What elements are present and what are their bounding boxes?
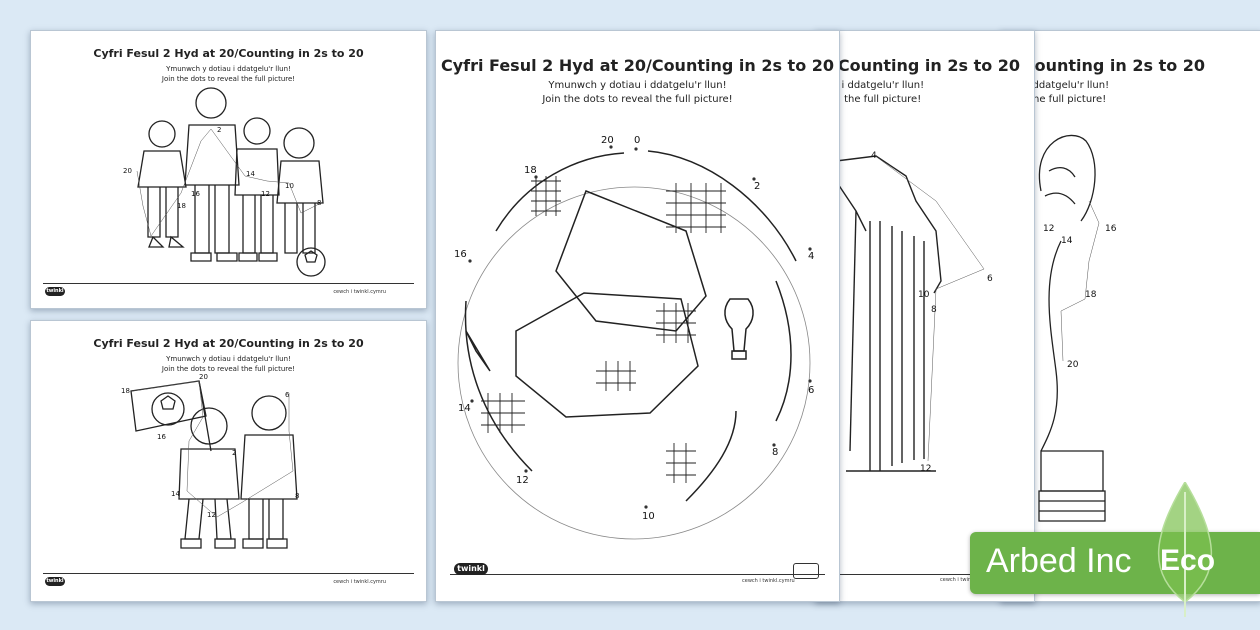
- twinkl-logo: twinkl: [454, 563, 488, 575]
- kids-dot-label: 18: [177, 202, 186, 210]
- instruction-welsh: Ymunwch y dotiau i ddatgelu'r llun!: [166, 355, 291, 363]
- instruction-english: Join the dots to reveal the full picture…: [161, 365, 296, 373]
- ball-dot-label: 6: [808, 385, 814, 396]
- instruction-english: Join the dots to reveal the full picture…: [542, 94, 733, 105]
- shirt-dot-picture: 4 6 8 10 12: [835, 151, 993, 474]
- instruction-welsh-fragment: u i ddatgelu'r llun!: [1017, 80, 1110, 91]
- ball-dot-label: 0: [634, 135, 640, 146]
- twinkl-logo: twinkl: [45, 577, 65, 586]
- fans-dot-picture: 18 20 16 14 12 6 2 8: [121, 373, 299, 549]
- ball-dot-label: 16: [454, 249, 467, 260]
- kids-dot-label: 12: [261, 190, 270, 198]
- fans-dot-label: 8: [295, 492, 299, 500]
- instruction-welsh-fragment: u i ddatgelu'r llun!: [832, 80, 925, 91]
- kids-dot-label: 8: [317, 199, 321, 207]
- shirt-dot-label: 6: [987, 274, 993, 284]
- footer-text: cewch i twinkl.cymru: [940, 577, 993, 583]
- ball-dot-label: 14: [458, 403, 471, 414]
- trophy-dot-label: 14: [1061, 236, 1073, 246]
- ball-dot-label: 10: [642, 511, 655, 522]
- fans-dot-label: 20: [199, 373, 208, 381]
- ball-dot-label: 18: [524, 165, 537, 176]
- footer-text: cewch i twinkl.cymru: [333, 289, 386, 295]
- worksheet-title: Cyfri Fesul 2 Hyd at 20/Counting in 2s t…: [440, 56, 835, 75]
- shirt-dot-label: 8: [931, 305, 937, 315]
- instruction-english-fragment: al the full picture!: [832, 94, 922, 105]
- fans-dot-label: 6: [285, 391, 290, 399]
- fans-dot-label: 2: [232, 449, 236, 457]
- fans-dot-label: 18: [121, 387, 130, 395]
- eco-leaf-icon: [1157, 482, 1213, 617]
- arbed-brand-name: Arbed Inc: [986, 542, 1132, 580]
- instruction-english-fragment: al the full picture!: [1017, 94, 1107, 105]
- trophy-dot-label: 12: [1043, 224, 1054, 234]
- fans-dot-label: 16: [157, 433, 166, 441]
- football-dot-picture: 0 2 4 6 8 10 12 14 16 18 20: [454, 135, 814, 540]
- worksheet-title: Cyfri Fesul 2 Hyd at 20/Counting in 2s t…: [93, 337, 364, 350]
- trophy-dot-label: 16: [1105, 224, 1117, 234]
- kids-dot-label: 20: [123, 167, 132, 175]
- shirt-dot-label: 10: [918, 290, 930, 300]
- kids-dot-label: 16: [191, 190, 200, 198]
- worksheet-title-fragment: /Counting in 2s to 20: [832, 56, 1021, 75]
- eco-tag-overlay: Eco: [1160, 544, 1216, 577]
- ball-dot-label: 8: [772, 447, 778, 458]
- trophy-dot-picture: 12 14 16 18 20: [1038, 134, 1117, 522]
- footer-divider: [450, 574, 825, 575]
- worksheet-title: Cyfri Fesul 2 Hyd at 20/Counting in 2s t…: [93, 47, 364, 60]
- ball-dot-label: 4: [808, 251, 814, 262]
- worksheet-thumb-kids[interactable]: Cyfri Fesul 2 Hyd at 20/Counting in 2s t…: [30, 30, 427, 309]
- instruction-welsh: Ymunwch y dotiau i ddatgelu'r llun!: [166, 65, 291, 73]
- fans-dot-label: 12: [207, 511, 216, 519]
- footer-divider: [826, 574, 1024, 575]
- arbed-eco-badge: Arbed Inc Eco: [970, 532, 1260, 594]
- twinkl-cymru-badge: [793, 563, 819, 579]
- shirt-dot-label: 4: [871, 151, 877, 161]
- ball-dot-label: 2: [754, 181, 760, 192]
- twinkl-logo: twinkl: [45, 287, 65, 296]
- fans-dot-label: 14: [171, 490, 180, 498]
- ball-dot-label: 12: [516, 475, 529, 486]
- worksheet-football[interactable]: Cyfri Fesul 2 Hyd at 20/Counting in 2s t…: [435, 30, 840, 602]
- kids-dot-label: 10: [285, 182, 294, 190]
- trophy-dot-label: 18: [1085, 290, 1097, 300]
- footer-divider: [43, 283, 414, 284]
- footer-text: cewch i twinkl.cymru: [742, 578, 795, 584]
- footer-divider: [43, 573, 414, 574]
- instruction-welsh: Ymunwch y dotiau i ddatgelu'r llun!: [548, 80, 727, 91]
- shirt-dot-label: 12: [920, 464, 931, 474]
- kids-dot-label: 14: [246, 170, 255, 178]
- worksheet-shirt[interactable]: /Counting in 2s to 20 u i ddatgelu'r llu…: [815, 30, 1035, 602]
- instruction-english: Join the dots to reveal the full picture…: [161, 75, 296, 83]
- footer-text: cewch i twinkl.cymru: [333, 579, 386, 585]
- kids-dot-picture: 2 20 16 18 14 12 10 8: [123, 87, 326, 277]
- worksheet-title-fragment: /Counting in 2s to 20: [1017, 56, 1206, 75]
- trophy-dot-label: 20: [1067, 360, 1079, 370]
- kids-dot-label: 2: [217, 126, 221, 134]
- worksheet-thumb-fans[interactable]: Cyfri Fesul 2 Hyd at 20/Counting in 2s t…: [30, 320, 427, 602]
- ball-dot-label: 20: [601, 135, 614, 146]
